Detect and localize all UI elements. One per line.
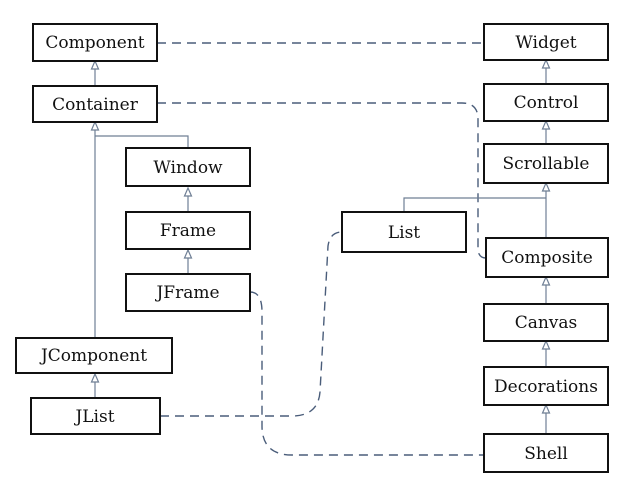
class-label-canvas: Canvas bbox=[515, 313, 578, 333]
class-box-shell: Shell bbox=[483, 433, 609, 473]
class-label-composite: Composite bbox=[501, 248, 593, 268]
inheritance-arrowheads bbox=[90, 58, 551, 414]
association-lines bbox=[157, 42, 487, 456]
edge-list-scrollable bbox=[403, 197, 546, 212]
arrowhead-window bbox=[183, 186, 193, 197]
class-box-control: Control bbox=[483, 83, 609, 122]
class-label-shell: Shell bbox=[524, 444, 568, 464]
association-jframe-shell bbox=[249, 291, 484, 456]
arrowhead-decorations bbox=[541, 403, 551, 414]
arrowhead-widget bbox=[541, 58, 551, 69]
arrowhead-scrollable bbox=[541, 181, 551, 192]
class-label-component: Component bbox=[45, 33, 144, 53]
class-box-jframe: JFrame bbox=[125, 273, 251, 312]
class-label-decorations: Decorations bbox=[494, 377, 598, 397]
class-box-container: Container bbox=[32, 85, 158, 123]
class-label-container: Container bbox=[52, 95, 139, 115]
class-box-jcomponent: JComponent bbox=[15, 337, 173, 374]
arrowhead-container bbox=[90, 120, 100, 131]
edge-window-container bbox=[95, 135, 189, 148]
class-box-frame: Frame bbox=[125, 211, 251, 250]
arrowhead-canvas bbox=[541, 339, 551, 350]
class-box-window: Window bbox=[125, 147, 251, 187]
class-label-window: Window bbox=[153, 158, 223, 178]
association-jlist-list bbox=[160, 231, 343, 417]
class-box-component: Component bbox=[32, 23, 158, 62]
arrowhead-jcomponent bbox=[90, 372, 100, 383]
class-box-jlist: JList bbox=[30, 397, 161, 435]
class-label-list: List bbox=[388, 223, 420, 243]
arrowhead-control bbox=[541, 119, 551, 130]
class-label-jframe: JFrame bbox=[154, 283, 219, 303]
arrowhead-frame bbox=[183, 248, 193, 259]
arrowhead-composite bbox=[541, 275, 551, 286]
class-box-widget: Widget bbox=[483, 23, 609, 61]
class-label-scrollable: Scrollable bbox=[503, 154, 590, 174]
class-label-frame: Frame bbox=[160, 221, 216, 241]
class-box-composite: Composite bbox=[485, 237, 609, 278]
class-box-decorations: Decorations bbox=[483, 366, 609, 406]
association-container-composite bbox=[157, 102, 487, 259]
class-box-list: List bbox=[341, 211, 467, 253]
class-label-jcomponent: JComponent bbox=[39, 346, 147, 366]
arrowhead-component bbox=[90, 59, 100, 70]
class-label-jlist: JList bbox=[73, 407, 114, 427]
class-box-canvas: Canvas bbox=[483, 303, 609, 342]
class-box-scrollable: Scrollable bbox=[483, 143, 609, 184]
class-label-control: Control bbox=[514, 93, 579, 113]
class-label-widget: Widget bbox=[515, 33, 576, 53]
